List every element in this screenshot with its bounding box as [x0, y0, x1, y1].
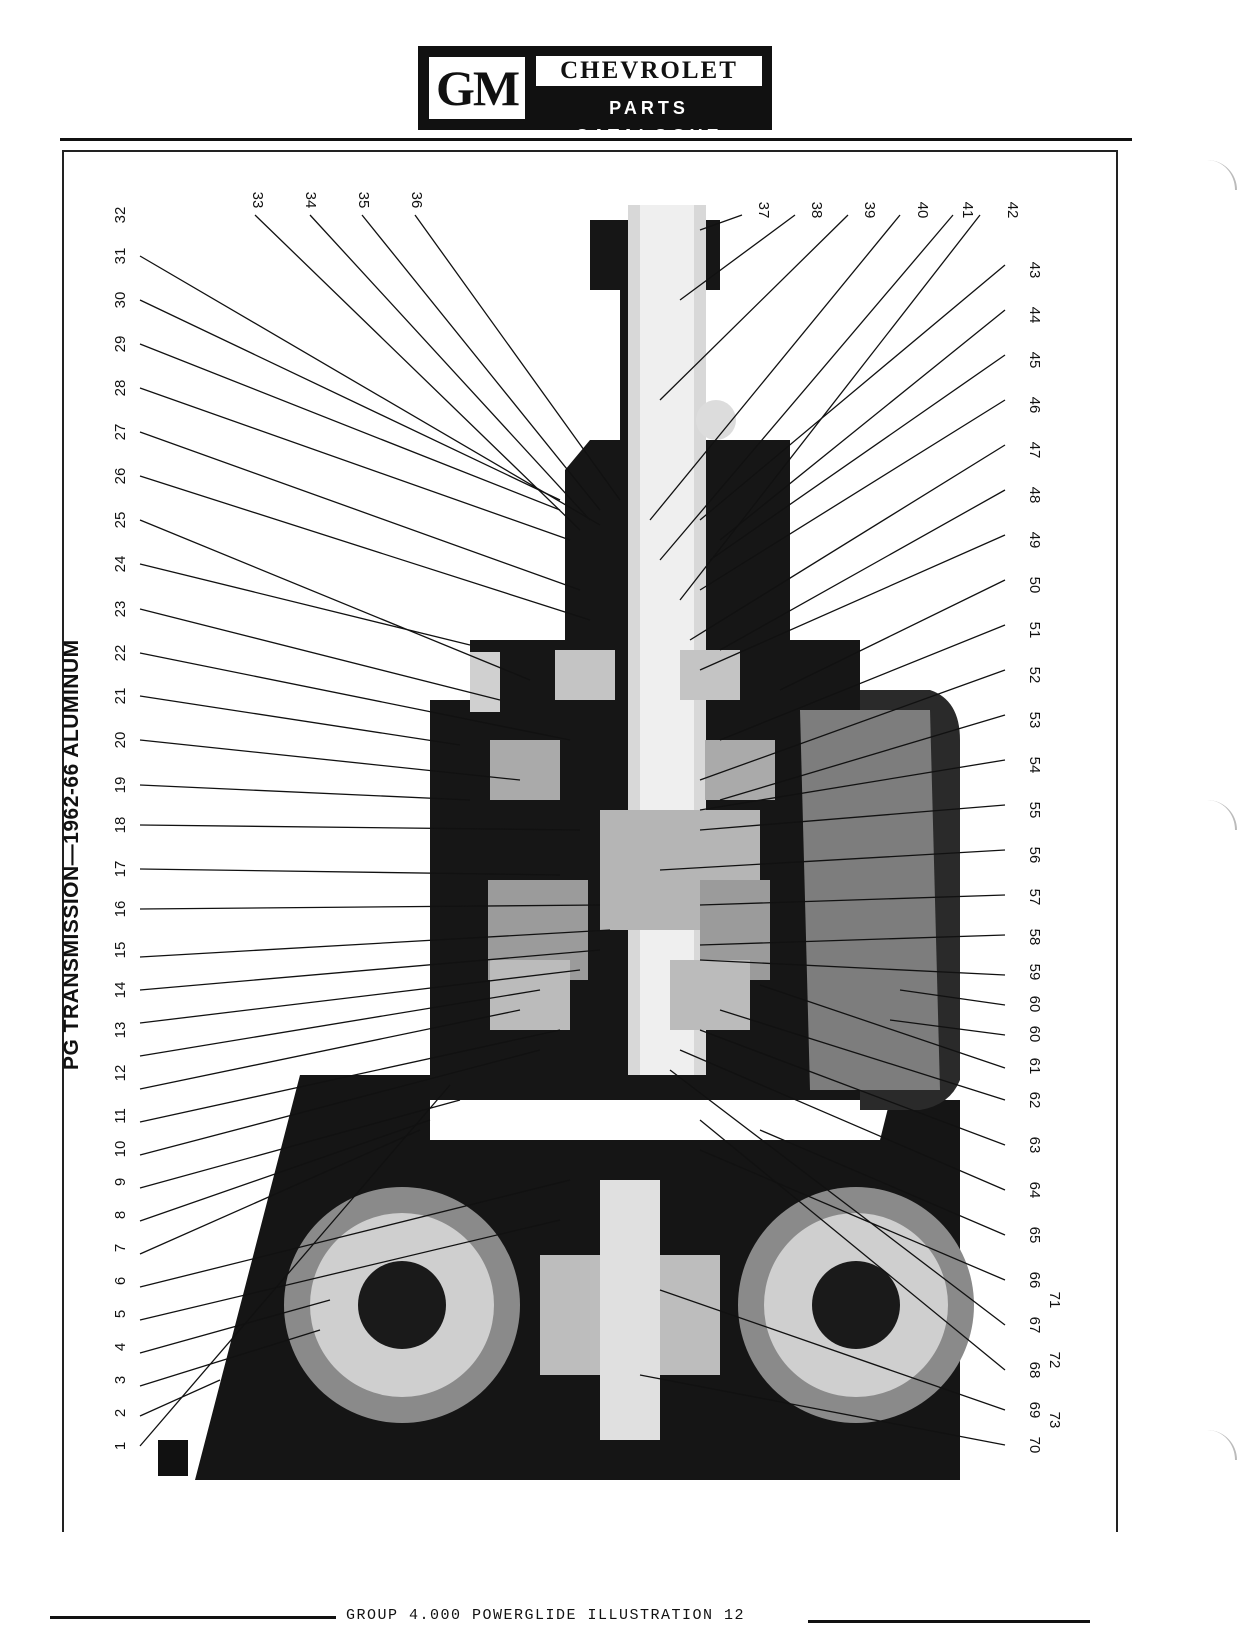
callout-label: 3 [112, 1376, 129, 1384]
callout-label: 37 [755, 202, 772, 219]
callout-label: 7 [112, 1244, 129, 1252]
callout-label: 67 [1026, 1317, 1043, 1334]
callout-label: 50 [1026, 577, 1043, 594]
callout-label: 48 [1026, 487, 1043, 504]
callout-label: 73 [1046, 1412, 1063, 1429]
callout-label: 13 [112, 1022, 129, 1039]
callout-label: 32 [112, 207, 129, 224]
callout-label: 70 [1026, 1437, 1043, 1454]
catalogue-label: PARTS CATALOGUE [575, 98, 723, 146]
callout-label: 20 [112, 732, 129, 749]
figure-frame [62, 150, 1118, 1532]
callout-label: 64 [1026, 1182, 1043, 1199]
footer-caption: GROUP 4.000 POWERGLIDE ILLUSTRATION 12 [346, 1607, 746, 1624]
callout-label: 1 [112, 1442, 129, 1450]
callout-label: 21 [112, 688, 129, 705]
callout-label: 40 [914, 202, 931, 219]
callout-label: 55 [1026, 802, 1043, 819]
callout-label: 38 [808, 202, 825, 219]
callout-label: 66 [1026, 1272, 1043, 1289]
callout-label: 45 [1026, 352, 1043, 369]
callout-label: 60 [1026, 1026, 1043, 1043]
callout-label: 33 [249, 192, 266, 209]
callout-label: 71 [1046, 1292, 1063, 1309]
callout-label: 15 [112, 942, 129, 959]
callout-label: 49 [1026, 532, 1043, 549]
header-rule [60, 138, 1132, 141]
callout-label: 39 [861, 202, 878, 219]
callout-label: 47 [1026, 442, 1043, 459]
callout-label: 63 [1026, 1137, 1043, 1154]
footer-rule-right [808, 1620, 1090, 1623]
callout-label: 27 [112, 424, 129, 441]
callout-label: 4 [112, 1343, 129, 1351]
callout-label: 68 [1026, 1362, 1043, 1379]
callouts-top: 33 34 35 36 37 38 39 40 41 42 [249, 192, 1021, 219]
callout-label: 53 [1026, 712, 1043, 729]
callout-label: 23 [112, 601, 129, 618]
gm-logo-mark: GM [426, 54, 528, 122]
callout-label: 61 [1026, 1058, 1043, 1075]
callout-label: 26 [112, 468, 129, 485]
brand-name: CHEVROLET [536, 56, 762, 86]
callout-label: 52 [1026, 667, 1043, 684]
callout-label: 35 [355, 192, 372, 209]
callout-label: 9 [112, 1178, 129, 1186]
callout-label: 72 [1046, 1352, 1063, 1369]
callout-label: 65 [1026, 1227, 1043, 1244]
callout-label: 14 [112, 982, 129, 999]
callouts-left: 1 2 3 4 5 6 7 8 9 10 11 12 13 14 15 16 1… [112, 207, 129, 1451]
callout-label: 59 [1026, 964, 1043, 981]
callout-label: 22 [112, 645, 129, 662]
callout-label: 8 [112, 1211, 129, 1219]
callout-label: 30 [112, 292, 129, 309]
callout-label: 11 [112, 1108, 129, 1124]
callout-label: 44 [1026, 307, 1043, 324]
gm-logo: GM CHEVROLET PARTS CATALOGUE [418, 46, 772, 146]
callout-label: 43 [1026, 262, 1043, 279]
callout-label: 34 [302, 192, 319, 209]
transmission-body [158, 205, 974, 1480]
callout-label: 10 [112, 1141, 129, 1158]
callout-label: 5 [112, 1310, 129, 1318]
callout-label: 16 [112, 901, 129, 918]
callout-label: 51 [1026, 622, 1043, 639]
callout-label: 69 [1026, 1402, 1043, 1419]
callout-label: 41 [959, 202, 976, 219]
callout-label: 62 [1026, 1092, 1043, 1109]
callout-label: 57 [1026, 889, 1043, 906]
callout-label: 17 [112, 861, 129, 878]
callout-label: 29 [112, 336, 129, 353]
callout-label: 18 [112, 817, 129, 834]
callouts-right: 43 44 45 46 47 48 49 50 51 52 53 54 55 5… [1026, 262, 1063, 1454]
callout-label: 25 [112, 512, 129, 529]
footer-rule-left [50, 1616, 336, 1619]
callout-label: 46 [1026, 397, 1043, 414]
callout-label: 12 [112, 1065, 129, 1082]
callout-label: 6 [112, 1277, 129, 1285]
callout-label: 54 [1026, 757, 1043, 774]
callout-label: 60 [1026, 996, 1043, 1013]
callout-label: 2 [112, 1409, 129, 1417]
callout-label: 36 [408, 192, 425, 209]
callout-label: 24 [112, 556, 129, 573]
callout-label: 31 [112, 248, 129, 265]
callout-label: 42 [1004, 202, 1021, 219]
callout-label: 28 [112, 380, 129, 397]
callout-label: 19 [112, 777, 129, 794]
callout-label: 56 [1026, 847, 1043, 864]
leader-lines [139, 214, 1006, 1447]
callout-label: 58 [1026, 929, 1043, 946]
